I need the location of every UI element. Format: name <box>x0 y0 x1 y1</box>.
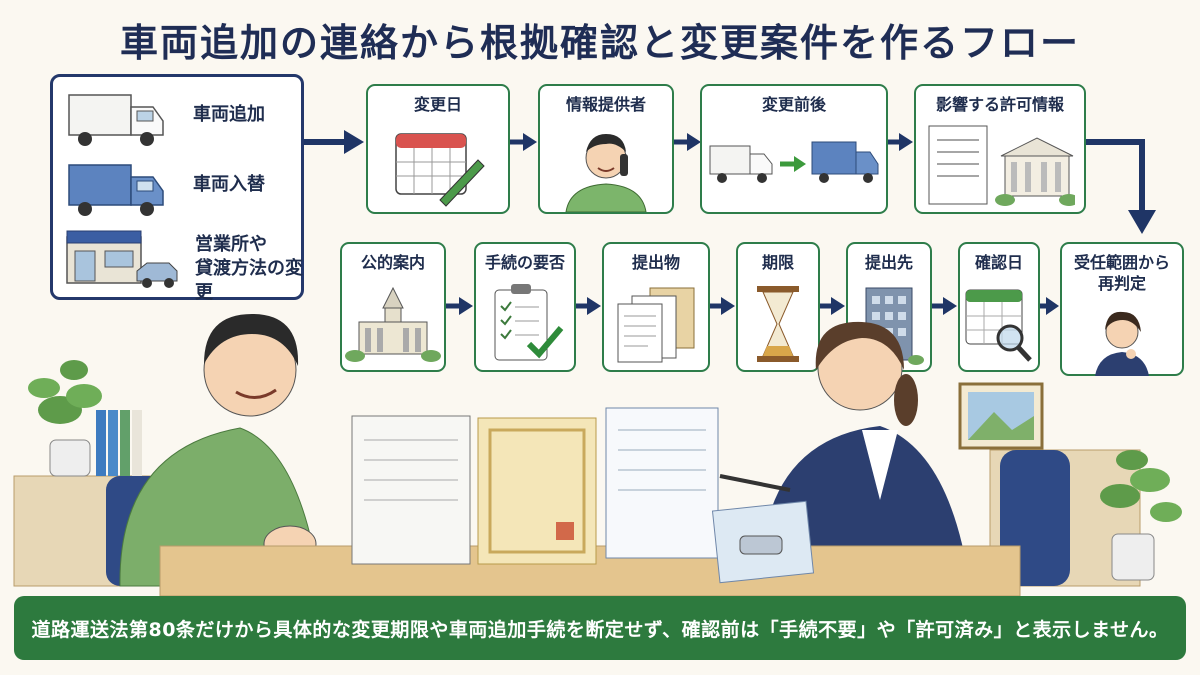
flow-arrow <box>1040 297 1059 315</box>
step-label: 変更日 <box>413 95 462 114</box>
meeting-scene-illustration <box>13 314 1182 596</box>
input-vehicle-addition: 車両追加 <box>65 87 295 153</box>
document-certificate <box>477 417 597 565</box>
step-label: 影響する許可情報 <box>935 95 1064 114</box>
input-label: 車両追加 <box>193 104 265 125</box>
flow-arrow <box>304 130 364 154</box>
step-change-date: 変更日 <box>366 84 510 214</box>
step-label: 公的案内 <box>360 253 425 272</box>
disclaimer-text: 道路運送法第80条だけから具体的な変更期限や車両追加手続を断定せず、確認前は「手… <box>31 618 1169 641</box>
person-phone-icon <box>565 134 647 212</box>
step-confirmation-date: 確認日 <box>958 242 1040 372</box>
flow-arrow <box>710 297 735 315</box>
step-procedure-necessity: 手続の要否 <box>474 242 576 372</box>
plant-right <box>1100 450 1182 581</box>
man-customer <box>119 314 321 587</box>
government-building-icon <box>345 286 441 362</box>
white-truck-icon <box>68 94 164 146</box>
step-affected-permit: 影響する許可情報 <box>914 84 1086 214</box>
document-form <box>351 415 471 565</box>
hourglass-icon <box>757 286 799 362</box>
flow-arrow <box>446 297 473 315</box>
step-label: 確認日 <box>974 253 1023 272</box>
office-building-icon <box>66 230 178 288</box>
contact-types-panel: 車両追加 車両入替 営業所や 貸渡方法の変更 <box>50 74 304 303</box>
step-label: 提出先 <box>864 253 913 272</box>
flow-turn-arrow <box>1086 139 1156 234</box>
step-label: 情報提供者 <box>565 95 646 114</box>
input-vehicle-replacement: 車両入替 <box>65 157 295 223</box>
step-label: 提出物 <box>631 253 680 272</box>
input-label: 営業所や 貸渡方法の変更 <box>195 234 303 303</box>
document-application <box>605 407 719 559</box>
plant-left <box>28 360 102 477</box>
permit-document-icon <box>928 125 1075 206</box>
step-label: 変更前後 <box>761 95 826 114</box>
step-deadline: 期限 <box>736 242 820 372</box>
input-label: 車両入替 <box>193 174 265 195</box>
step-submissions: 提出物 <box>602 242 710 372</box>
input-office-change: 営業所や 貸渡方法の変更 <box>65 227 303 303</box>
step-before-after: 変更前後 <box>700 84 888 214</box>
disclaimer-banner: 道路運送法第80条だけから具体的な変更期限や車両追加手続を断定せず、確認前は「手… <box>14 596 1186 660</box>
documents-icon <box>617 287 695 363</box>
truck-swap-icon <box>709 141 879 183</box>
clipboard-check-icon <box>494 284 564 361</box>
flow-arrow <box>510 133 537 151</box>
blue-truck-icon <box>68 164 164 216</box>
vehicle-registration-card <box>711 500 815 584</box>
binders <box>96 410 142 476</box>
step-public-guidance: 公的案内 <box>340 242 446 372</box>
flow-arrow <box>674 133 701 151</box>
step-label: 受任範囲から 再判定 <box>1073 253 1170 293</box>
flow-arrow <box>820 297 845 315</box>
calendar-pencil-icon <box>395 133 485 207</box>
thinking-woman-icon <box>1095 311 1149 376</box>
step-label: 手続の要否 <box>484 253 565 272</box>
flow-arrow <box>576 297 601 315</box>
step-label: 期限 <box>761 253 794 272</box>
step-reassess-scope: 受任範囲から 再判定 <box>1060 242 1184 376</box>
page-title: 車両追加の連絡から根拠確認と変更案件を作るフロー <box>119 21 1080 65</box>
flow-arrow <box>886 133 913 151</box>
flow-arrow <box>932 297 957 315</box>
calendar-magnifier-icon <box>965 289 1032 362</box>
step-informant: 情報提供者 <box>538 84 674 214</box>
